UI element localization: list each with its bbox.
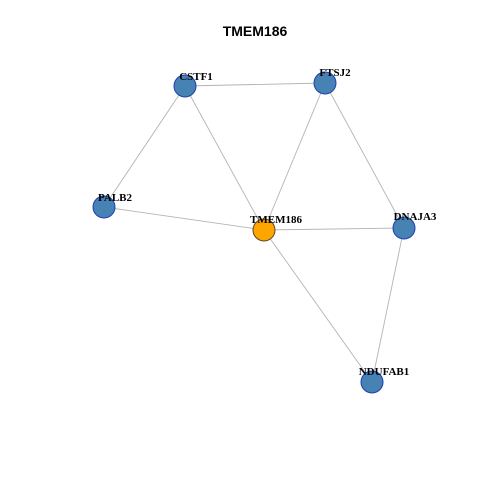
node-dnaja3[interactable]: [392, 216, 416, 240]
node-cstf1[interactable]: [173, 74, 197, 98]
node-label-tmem186: TMEM186: [250, 214, 302, 226]
edge-tmem186-ndufab1: [263, 229, 373, 383]
node-label-ndufab1: NDUFAB1: [359, 366, 410, 378]
node-label-palb2: PALB2: [98, 192, 133, 204]
node-palb2[interactable]: [92, 195, 116, 219]
edge-ftsj2-tmem186: [263, 82, 326, 231]
node-ndufab1[interactable]: [360, 370, 384, 394]
graph-title: TMEM186: [223, 23, 288, 39]
edge-tmem186-dnaja3: [263, 227, 405, 231]
edge-cstf1-ftsj2: [184, 82, 326, 87]
nodes-layer: [92, 71, 416, 394]
node-tmem186[interactable]: [252, 218, 276, 242]
node-label-cstf1: CSTF1: [179, 71, 213, 83]
edge-dnaja3-ndufab1: [371, 227, 405, 383]
node-ftsj2[interactable]: [313, 71, 337, 95]
edge-cstf1-tmem186: [184, 85, 265, 231]
edge-palb2-tmem186: [103, 206, 265, 231]
node-label-ftsj2: FTSJ2: [319, 67, 351, 79]
edge-cstf1-palb2: [103, 85, 186, 208]
node-label-dnaja3: DNAJA3: [394, 211, 437, 223]
edge-ftsj2-dnaja3: [324, 82, 405, 229]
edges-layer: [103, 82, 405, 383]
